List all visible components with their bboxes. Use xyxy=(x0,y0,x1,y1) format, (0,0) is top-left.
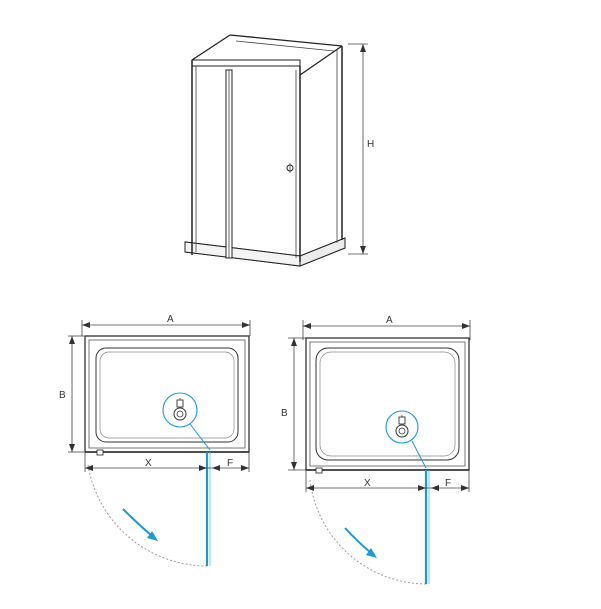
width-label-right: A xyxy=(386,315,393,326)
shower-cabin-3d: H xyxy=(184,34,374,267)
depth-label-right: B xyxy=(281,408,288,419)
height-dimension: H xyxy=(348,43,374,255)
x-label-right: X xyxy=(364,478,371,489)
depth-label-left: B xyxy=(59,390,66,401)
f-label-right: F xyxy=(445,478,451,489)
drain-icon-left xyxy=(162,392,198,428)
plan-view-left: A B xyxy=(59,314,251,567)
height-label: H xyxy=(367,139,374,150)
f-label-left: F xyxy=(227,458,233,469)
plan-view-right: A B xyxy=(281,315,471,585)
x-label-left: X xyxy=(145,458,152,469)
drain-icon-right xyxy=(385,410,419,444)
door-handle-icon xyxy=(286,163,294,173)
swing-arrow-right xyxy=(344,527,377,558)
swing-arrow-left xyxy=(122,508,158,541)
width-label-left: A xyxy=(167,314,174,325)
